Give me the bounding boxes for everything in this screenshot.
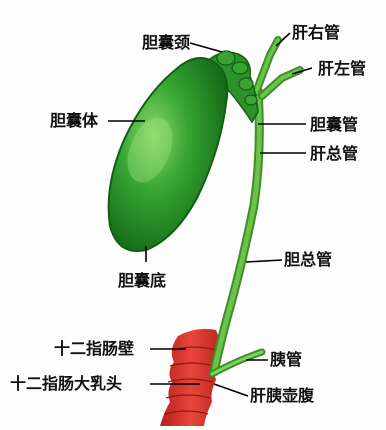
label-hepatopancreatic-ampulla: 肝胰壶腹 [250,387,314,405]
label-common-hepatic-duct: 肝总管 [310,145,358,163]
label-duodenal-wall: 十二指肠壁 [54,340,134,358]
label-gallbladder-neck: 胆囊颈 [142,34,190,52]
label-gallbladder-body: 胆囊体 [50,112,98,130]
label-gallbladder-fundus: 胆囊底 [118,272,166,290]
label-common-bile-duct: 胆总管 [284,251,332,269]
label-cystic-duct: 胆囊管 [310,116,358,134]
label-pancreatic-duct: 胰管 [270,351,302,369]
label-major-duodenal-papilla: 十二指肠大乳头 [10,375,122,393]
label-left-hepatic-duct: 肝左管 [318,60,366,78]
label-right-hepatic-duct: 肝右管 [292,24,340,42]
